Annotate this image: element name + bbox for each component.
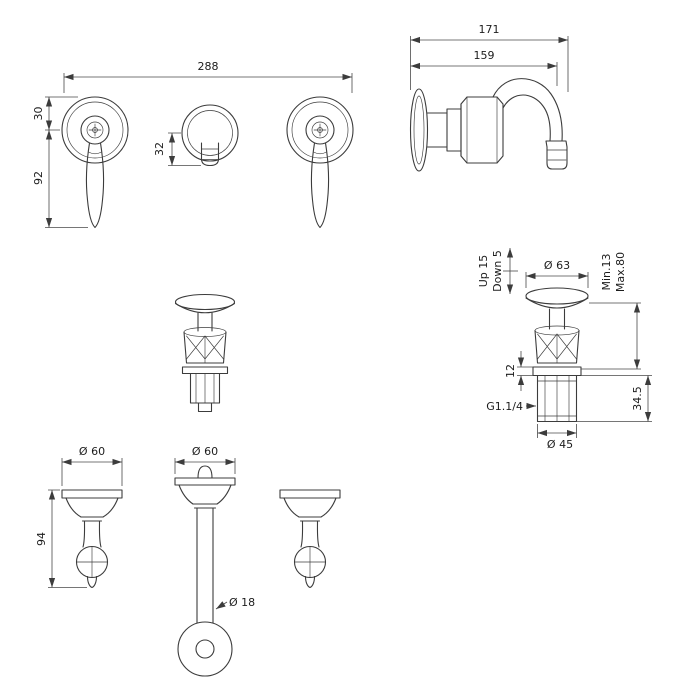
waste-cage-cross: [186, 335, 224, 364]
dim-dia-60-mid: Ø 60: [174, 445, 236, 474]
thread-label: G1.1/4: [486, 400, 523, 413]
dim-45-label: Ø 45: [547, 438, 573, 451]
spout-escutcheon-inner: [187, 110, 233, 156]
dim-171-extension-lines: [410, 36, 569, 92]
waste2-stem: [548, 308, 566, 330]
aerator-detail: [546, 149, 568, 161]
waste2-thread-lines: [537, 375, 577, 422]
dim-12: 12: [504, 351, 533, 391]
dim-30-label: 30: [32, 107, 45, 121]
dim-18-leader: [215, 601, 228, 610]
waste-stem: [197, 312, 213, 332]
wall-flange-outer: [409, 88, 429, 172]
dim-minmax-extension-lines: [581, 302, 641, 370]
dim-dia-60-left: Ø 60: [61, 445, 123, 486]
spout-plan-end-inner: [195, 639, 215, 659]
spout-neck: [426, 103, 462, 157]
dim-345-label: 34.5: [631, 386, 644, 411]
spout-body-chamfers: [466, 96, 498, 164]
dim-288: 288: [63, 60, 353, 93]
waste-left: [174, 293, 236, 413]
waste2-flange: [532, 366, 582, 377]
spout-plan-brim: [174, 477, 236, 486]
dim-12-label: 12: [504, 364, 517, 378]
waste-thread-lines: [195, 373, 215, 404]
dim-159-label: 159: [474, 49, 495, 62]
waste2-cage-cross: [537, 333, 577, 364]
spout-tip-detail: [201, 148, 219, 160]
waste-flange: [181, 366, 229, 375]
waste-down-label: Down 5: [491, 250, 504, 292]
dim-63-label: Ø 63: [544, 259, 570, 272]
min-13-label: Min.13: [600, 253, 613, 290]
spout-plan-flare: [178, 484, 232, 505]
dim-288-label: 288: [198, 60, 219, 73]
spout-body: [460, 96, 504, 164]
max-80-label: Max.80: [614, 252, 627, 292]
handle-side-left: Ø 60 94: [35, 445, 123, 589]
dim-94: 94: [35, 489, 87, 588]
spout-side-view: 171 159: [409, 23, 569, 172]
dim-30-92: 30 92: [32, 96, 88, 228]
dim-288-extension-lines: [63, 73, 353, 93]
front-view: 288 30 92 32: [32, 60, 354, 229]
dim-92-label: 92: [32, 171, 45, 185]
handle-side-right: [279, 489, 341, 589]
waste-cap-top: [174, 293, 236, 311]
spout-plan-knob: [197, 465, 213, 479]
waste2-body-top: [534, 325, 580, 336]
dim-min-max: Min.13 Max.80: [581, 252, 641, 370]
dim-60L-label: Ø 60: [79, 445, 105, 458]
spout-escutcheon-outline: [181, 104, 239, 162]
spout-plan-view: Ø 60 Ø 18: [174, 445, 255, 677]
dim-32: 32: [153, 132, 201, 166]
right-handle-front: [286, 96, 354, 229]
spout-plan-collar: [192, 503, 218, 509]
dim-30-92-extension-lines: [45, 96, 88, 228]
waste2-cap-dome: [525, 297, 589, 309]
left-handle-front: [61, 96, 129, 229]
waste2-cap-top: [525, 287, 589, 305]
dim-60M-label: Ø 60: [192, 445, 218, 458]
dim-thread: G1.1/4: [486, 400, 536, 413]
dim-32-extension-lines: [168, 132, 201, 166]
handle-side-right-shape: [279, 489, 341, 589]
dim-171-label: 171: [479, 23, 500, 36]
waste-up-label: Up 15: [477, 255, 490, 288]
spout-front: [181, 104, 239, 167]
dim-63-extension-lines: [525, 272, 589, 288]
dim-32-label: 32: [153, 142, 166, 156]
waste-cap-dome: [174, 302, 236, 314]
spout-curve-inner: [502, 94, 551, 142]
dim-159: 159: [410, 49, 558, 86]
spout-plan-end-outer: [177, 621, 233, 677]
handle-side-left-shape: [61, 489, 123, 589]
dim-dia-63: Ø 63: [525, 259, 589, 288]
waste-body-top: [183, 327, 227, 337]
dim-171: 171: [410, 23, 569, 92]
waste-right: Up 15 Down 5 Ø 63 Min.13 Max.80 12 G1.1/…: [477, 248, 652, 451]
dim-18-label: Ø 18: [229, 596, 255, 609]
aerator: [545, 140, 568, 170]
dim-dia-18: Ø 18: [215, 596, 255, 610]
dim-up-down: Up 15 Down 5: [477, 248, 518, 294]
dim-dia-45: Ø 45: [537, 424, 577, 451]
spout-curve-outer: [492, 78, 563, 142]
dim-34-5: 34.5: [576, 375, 652, 422]
dim-12-extension-lines: [517, 366, 533, 376]
spout-plan-tube: [196, 507, 214, 624]
dim-94-label: 94: [35, 532, 48, 546]
dim-45-extension-lines: [537, 424, 577, 438]
spout-tip-outline: [200, 142, 220, 167]
waste-tail-tip: [197, 402, 213, 413]
dim-345-extension-lines: [576, 375, 652, 422]
wall-flange-inner: [413, 95, 425, 165]
